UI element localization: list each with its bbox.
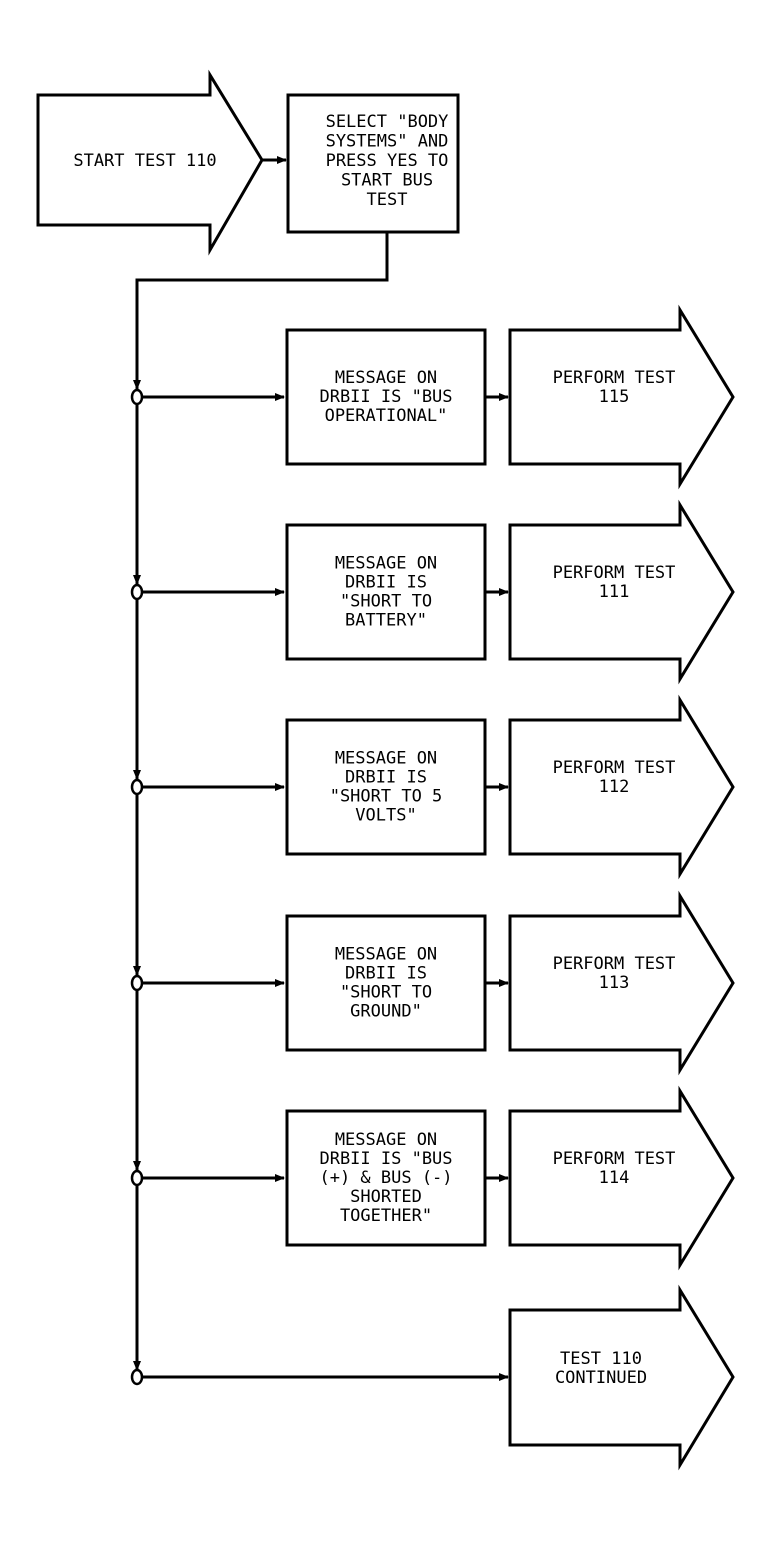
- text-line: START TEST 110: [73, 151, 216, 171]
- junction-node: [130, 583, 144, 601]
- text-line: TEST: [367, 190, 408, 210]
- perform-test-arrow: [508, 499, 735, 685]
- text-line: BATTERY": [345, 611, 427, 631]
- text-line: MESSAGE ON: [335, 368, 437, 388]
- text-line: MESSAGE ON: [335, 554, 437, 574]
- text-line: DRBII IS "BUS: [319, 1149, 452, 1169]
- text-line: TEST 110: [560, 1349, 642, 1369]
- text-line: OPERATIONAL": [325, 406, 448, 426]
- text-line: "SHORT TO 5: [330, 787, 443, 807]
- text-line: 113: [599, 973, 630, 993]
- junction-node: [130, 388, 144, 406]
- text-line: SELECT "BODY: [326, 112, 449, 132]
- text-line: VOLTS": [355, 806, 416, 826]
- text-line: GROUND": [350, 1002, 422, 1022]
- text-line: 111: [599, 582, 630, 602]
- text-line: MESSAGE ON: [335, 945, 437, 965]
- text-line: PERFORM TEST: [553, 368, 676, 388]
- start-arrow: [36, 69, 264, 256]
- junction-node: [130, 1169, 144, 1187]
- text-line: "SHORT TO: [340, 592, 432, 612]
- perform-test-arrow: [508, 1085, 735, 1271]
- text-line: (+) & BUS (-): [319, 1168, 452, 1188]
- text-line: START BUS: [341, 171, 433, 191]
- junction-node: [130, 974, 144, 992]
- text-line: PERFORM TEST: [553, 758, 676, 778]
- text-line: PERFORM TEST: [553, 954, 676, 974]
- message-box: [285, 1109, 487, 1247]
- text-line: DRBII IS: [345, 573, 427, 593]
- text-line: "SHORT TO: [340, 983, 432, 1003]
- message-box: [285, 914, 487, 1052]
- continued-junction-node: [130, 1368, 144, 1386]
- continued-arrow: [508, 1284, 735, 1471]
- text-line: 112: [599, 777, 630, 797]
- message-box: [285, 523, 487, 661]
- text-line: CONTINUED: [555, 1368, 647, 1388]
- start-label: START TEST 110: [73, 151, 216, 171]
- text-line: DRBII IS "BUS: [319, 387, 452, 407]
- select-down-connector: [135, 232, 389, 1380]
- perform-test-arrow: [508, 694, 735, 880]
- text-line: PERFORM TEST: [553, 563, 676, 583]
- text-line: MESSAGE ON: [335, 1130, 437, 1150]
- select-body-systems-box: [286, 93, 460, 234]
- text-line: SHORTED: [350, 1187, 422, 1207]
- text-line: MESSAGE ON: [335, 749, 437, 769]
- text-line: TOGETHER": [340, 1206, 432, 1226]
- text-line: DRBII IS: [345, 964, 427, 984]
- text-line: PERFORM TEST: [553, 1149, 676, 1169]
- text-line: PRESS YES TO: [326, 151, 449, 171]
- perform-test-arrow: [508, 304, 735, 490]
- text-line: DRBII IS: [345, 768, 427, 788]
- text-line: 115: [599, 387, 630, 407]
- text-line: 114: [599, 1168, 630, 1188]
- perform-test-arrow: [508, 890, 735, 1076]
- text-line: SYSTEMS" AND: [326, 132, 449, 152]
- junction-node: [130, 778, 144, 796]
